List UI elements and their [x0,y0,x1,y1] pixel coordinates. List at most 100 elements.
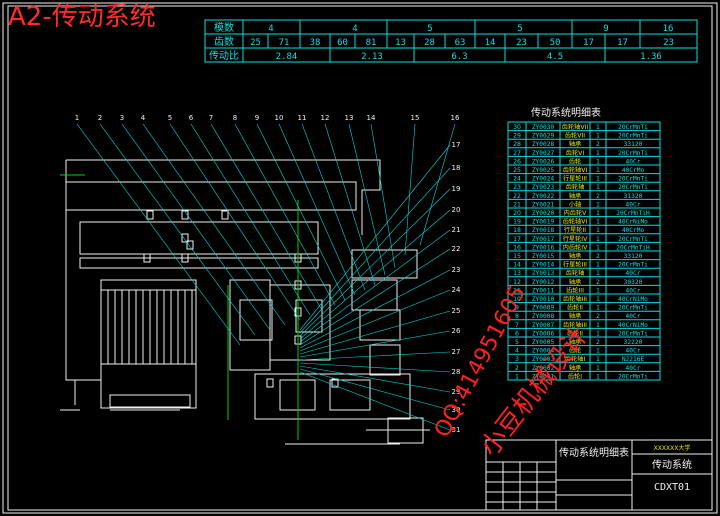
gear-table-teeth-cell: 28 [424,38,435,48]
parts-list-cell: 20CrMnTi [618,184,648,191]
gear-table-teeth-cell: 71 [279,38,290,48]
parts-list-cell: ZY0005 [532,339,555,346]
parts-list-cell: NJ216E [622,356,645,363]
parts-list-cell: ZY0022 [532,193,555,200]
gear-table-teeth-cell: 81 [366,38,377,48]
parts-list-cell: 小轴 [569,200,581,208]
callout-leader [169,123,301,321]
callout-leader [370,123,396,269]
callout-leader [299,330,451,358]
parts-list-cell: ZY0026 [532,158,555,165]
gear-table-ratio-cell: 6.3 [451,52,467,62]
callout-leader [419,123,456,246]
parts-list-cell: ZY0006 [532,330,555,337]
parts-list-cell: ZY0024 [532,176,555,183]
output-housing [254,373,411,420]
parts-list-cell: 10 [513,296,521,303]
callout-label: 27 [452,348,461,356]
parts-list-cell: ZY0003 [532,356,555,363]
parts-list-cell: 行星轮III [563,175,587,183]
parts-list-cell: 2 [596,193,600,200]
parts-list-cell: 1 [596,356,600,363]
parts-list-cell: 轴承 [569,338,581,346]
parts-list-cell: 齿轮轴III [563,321,587,329]
gear-table-ratio-cell: 4.5 [547,52,563,62]
parts-list-cell: 40Cr [626,158,641,165]
callout-label: 9 [255,114,259,122]
parts-list-cell: ZY0004 [532,348,555,355]
casing-left-outline [65,160,76,405]
parts-list-cell: 18 [513,227,521,234]
parts-list-cell: ZY0001 [532,373,555,380]
callout-leader [299,167,451,334]
motor-foot [109,394,191,408]
parts-list-cell: 1 [596,219,600,226]
parts-list-cell: 齿轮I [568,372,582,380]
parts-list-cell: ZY0020 [532,210,555,217]
upper-shaft-housing [65,181,357,211]
gear-table-module-cell: 16 [663,24,674,34]
callout-label: 30 [452,406,461,414]
parts-list-cell: 24 [513,176,521,183]
parts-list-cell: 40Cr [626,270,641,277]
parts-list-cell: 40CrNiMo [618,322,648,329]
callout-leader [299,365,451,393]
callout-leader [190,123,311,316]
parts-list-cell: 2 [596,279,600,286]
parts-list-cell: 7 [515,322,519,329]
parts-list-cell: 齿轮 [569,347,581,355]
callout-leader [256,123,346,301]
parts-list-cell: 轴承 [569,364,581,372]
parts-list-cell: 1 [596,322,600,329]
parts-list-cell: 轴承 [569,278,581,286]
bearing-mark [181,210,189,220]
parts-list-cell: 1 [596,167,600,174]
title-block-subtitle: 传动系统 [652,458,692,471]
callout-leader [121,123,271,331]
parts-list-cell: ZY0002 [532,365,555,372]
parts-list-cell: 21 [513,201,521,208]
parts-list-cell: ZY0017 [532,236,555,243]
parts-list-cell: 1 [596,287,600,294]
parts-list-cell: 40Cr [626,287,641,294]
parts-list-cell: ZY0008 [532,313,555,320]
gear-table-row-label: 模数 [214,21,234,34]
output-bearing [329,379,371,411]
middle-shaft-housing [79,221,319,255]
parts-list-cell: 30320 [624,279,643,286]
parts-list-cell: 22 [513,193,521,200]
parts-list-cell: 齿轮轴VII [562,123,589,131]
parts-list-cell: 6 [515,330,519,337]
parts-list-cell: ZY0010 [532,296,555,303]
parts-list-cell: 40CrNiMo [618,219,648,226]
parts-list-cell: 内齿轮V [564,209,588,217]
callout-leader [299,209,451,340]
parts-list-cell: 27 [513,150,521,157]
parts-list-cell: 20 [513,210,521,217]
callout-label: 17 [452,141,461,149]
callout-leader [299,289,451,352]
parts-list-cell: 2 [596,141,600,148]
parts-list-cell: 3 [515,356,519,363]
gear-table-module-cell: 5 [427,24,432,34]
parts-list-cell: 14 [513,262,521,269]
right-housing [351,279,398,311]
gear-table-row-label: 齿数 [214,35,234,48]
parts-list-cell: 1 [596,201,600,208]
title-block-border [485,439,713,511]
shaft-band [79,257,319,269]
parts-list-cell: ZY0009 [532,305,555,312]
parts-list-cell: ZY0011 [532,287,555,294]
callout-leader [299,269,451,349]
parts-list-cell: 20CrMnTi [618,330,648,337]
parts-list-cell: ZY0013 [532,270,555,277]
parts-list-cell: ZY0014 [532,262,555,269]
gear-table-module-cell: 4 [268,24,273,34]
parts-list-cell: ZY0030 [532,124,555,131]
parts-list-cell: 1 [596,262,600,269]
callout-label: 24 [452,286,461,294]
gear-table-teeth-cell: 23 [516,38,527,48]
parts-list-cell: 轴承 [569,192,581,200]
parts-list-cell: 11 [513,287,521,294]
title-block-school: XXXXXX大学 [654,444,691,452]
